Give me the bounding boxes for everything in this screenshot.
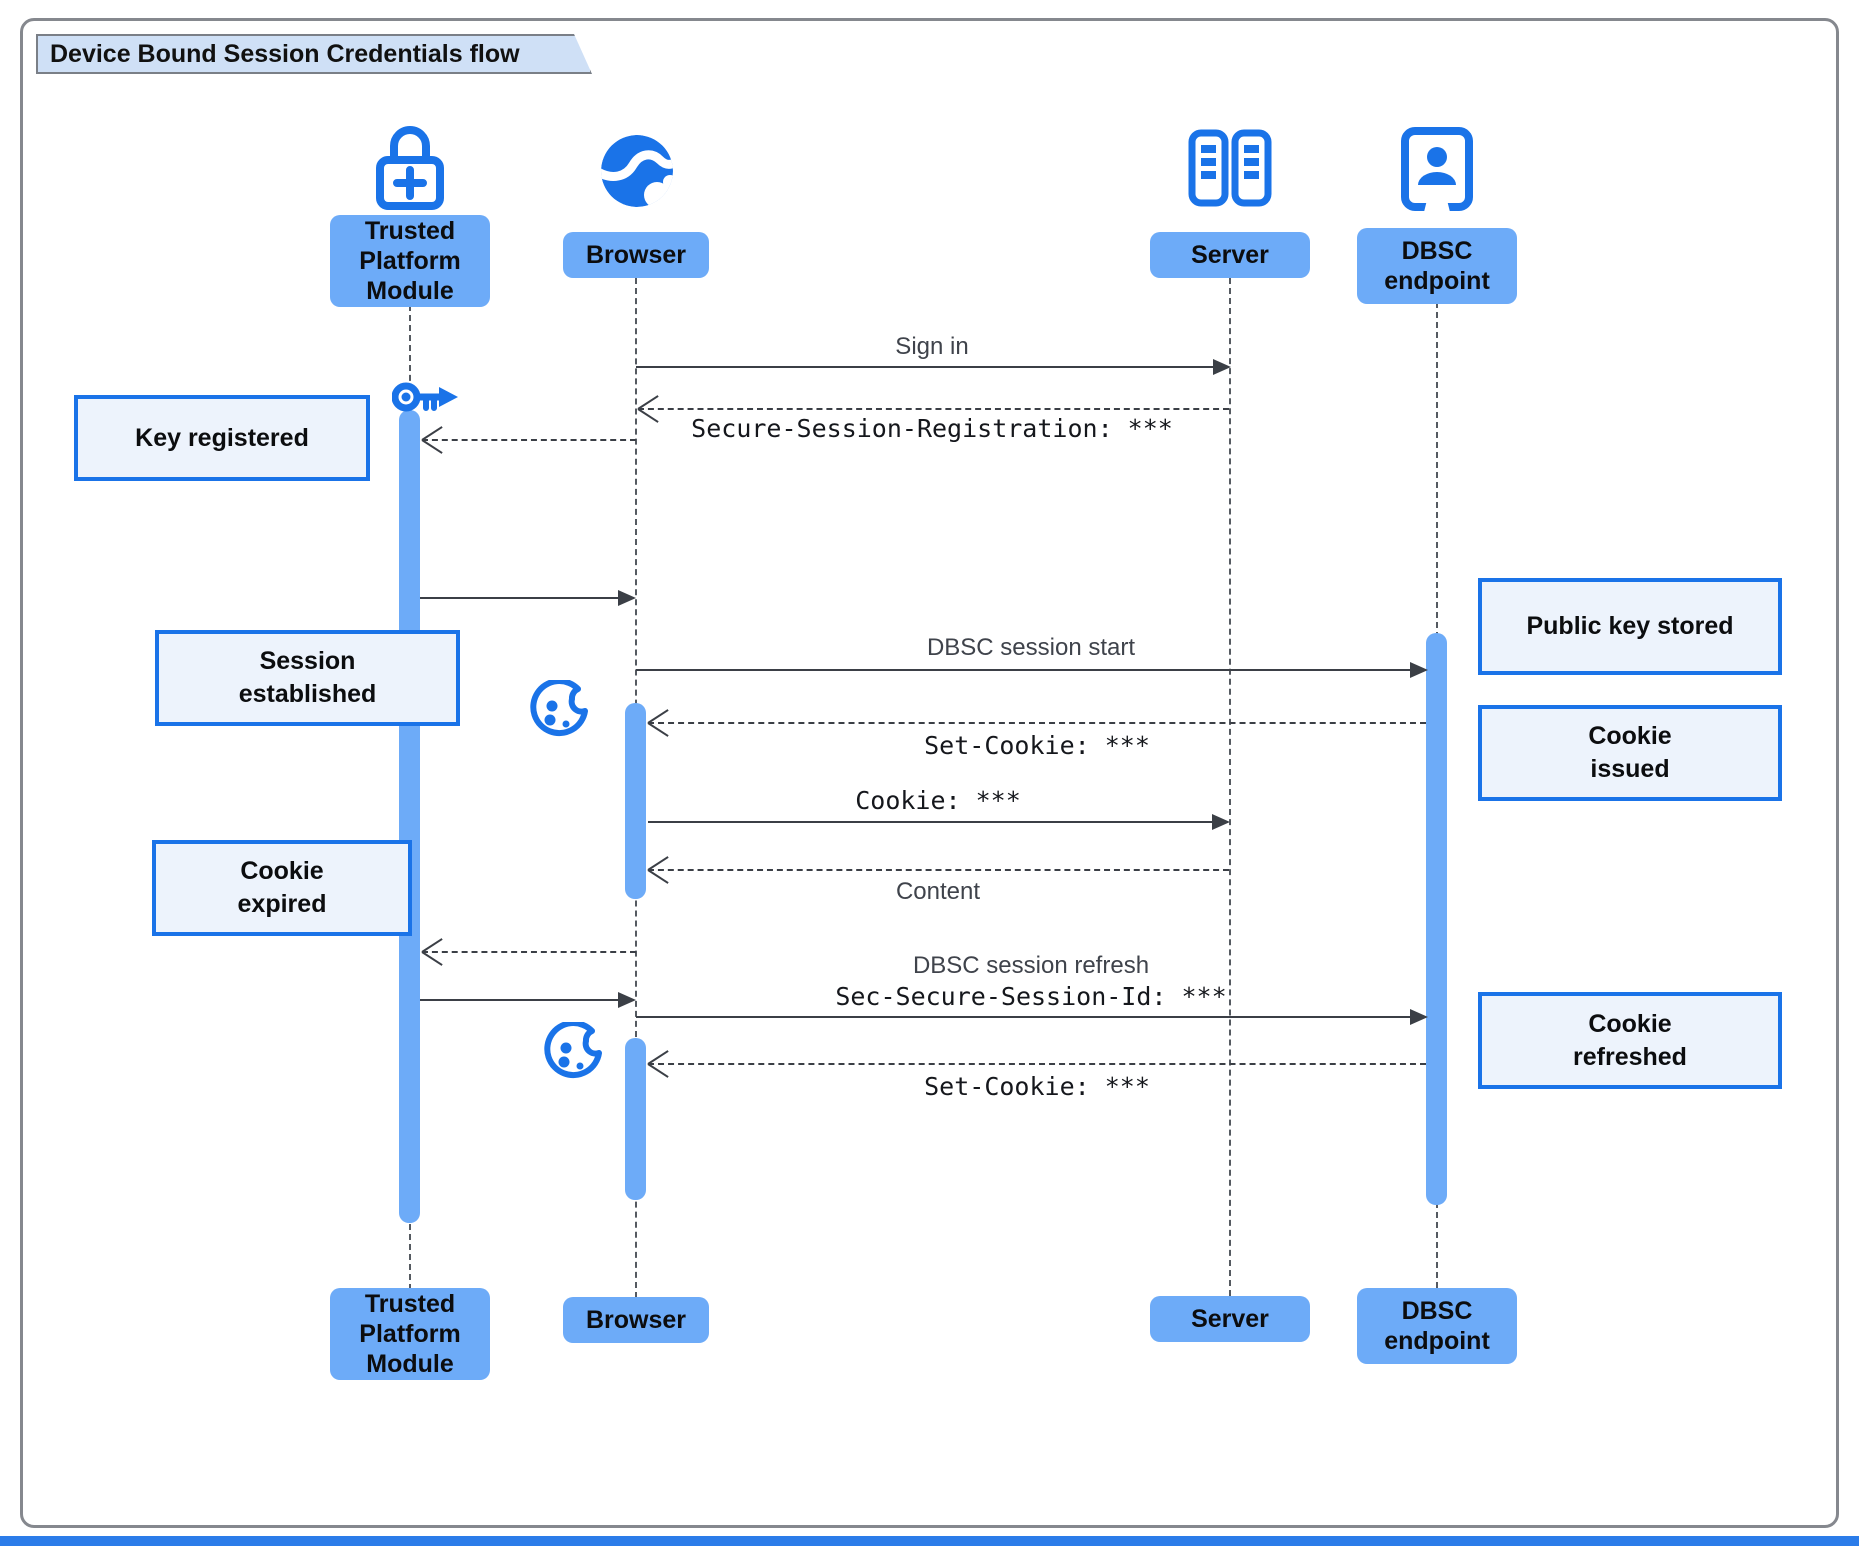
arrowhead-icon: [618, 590, 636, 606]
note-key-registered: Key registered: [74, 395, 370, 481]
note-session-established: Session established: [155, 630, 460, 726]
arrow-line: [636, 366, 1229, 368]
arrow-line: [636, 1016, 1426, 1018]
arrowhead-icon: [1410, 1009, 1428, 1025]
actor-bottom-server: Server: [1150, 1296, 1310, 1342]
activation-bar-dbsc: [1426, 633, 1447, 1205]
server-icon: [1188, 129, 1272, 207]
actor-bottom-dbsc-endpoint: DBSC endpoint: [1357, 1288, 1517, 1364]
arrow-line: [422, 439, 636, 441]
key-icon: [392, 382, 458, 412]
globe-icon: [601, 135, 673, 207]
message-label-session-id: Sec-Secure-Session-Id: ***: [835, 982, 1227, 1011]
message-label-dbsc-session-start: DBSC session start: [926, 634, 1136, 661]
activation-bar-tpm: [399, 410, 420, 1223]
arrow-line: [420, 999, 634, 1001]
note-cookie-refreshed: Cookie refreshed: [1478, 992, 1782, 1089]
arrowhead-icon: [1410, 662, 1428, 678]
actor-top-dbsc-endpoint: DBSC endpoint: [1357, 228, 1517, 304]
arrow-line: [422, 951, 636, 953]
lifeline-server: [1229, 278, 1231, 1296]
note-cookie-expired: Cookie expired: [152, 840, 412, 936]
arrow-line: [638, 408, 1229, 410]
arrowhead-icon: [1212, 814, 1230, 830]
actor-bottom-browser: Browser: [563, 1297, 709, 1343]
actor-top-browser: Browser: [563, 232, 709, 278]
cookie-icon: [544, 1022, 602, 1079]
arrow-line: [420, 597, 634, 599]
arrow-line: [648, 722, 1426, 724]
message-label-session-registration: Secure-Session-Registration: ***: [691, 414, 1173, 443]
arrow-line: [648, 869, 1229, 871]
message-label-cookie: Cookie: ***: [855, 786, 1021, 815]
activation-bar-browser-2: [625, 1038, 646, 1200]
diagram-title: Device Bound Session Credentials flow: [36, 34, 592, 74]
endpoint-icon: [1401, 127, 1473, 212]
tpm-lock-icon: [376, 126, 444, 210]
bottom-edge-strip: [0, 1536, 1859, 1546]
actor-top-tpm: Trusted Platform Module: [330, 215, 490, 307]
arrowhead-icon: [618, 992, 636, 1008]
actor-top-server: Server: [1150, 232, 1310, 278]
message-label-set-cookie-1: Set-Cookie: ***: [924, 731, 1150, 760]
arrow-line: [648, 1063, 1426, 1065]
cookie-icon: [530, 680, 588, 737]
arrow-line: [636, 669, 1426, 671]
actor-bottom-tpm: Trusted Platform Module: [330, 1288, 490, 1380]
arrow-line: [648, 821, 1228, 823]
message-label-set-cookie-2: Set-Cookie: ***: [924, 1072, 1150, 1101]
note-public-key-stored: Public key stored: [1478, 578, 1782, 675]
arrowhead-icon: [1213, 359, 1231, 375]
message-label-content: Content: [895, 878, 981, 905]
message-label-dbsc-session-refresh: DBSC session refresh: [912, 952, 1150, 979]
message-label-sign-in: Sign in: [895, 333, 969, 360]
activation-bar-browser-1: [625, 703, 646, 899]
note-cookie-issued: Cookie issued: [1478, 705, 1782, 801]
